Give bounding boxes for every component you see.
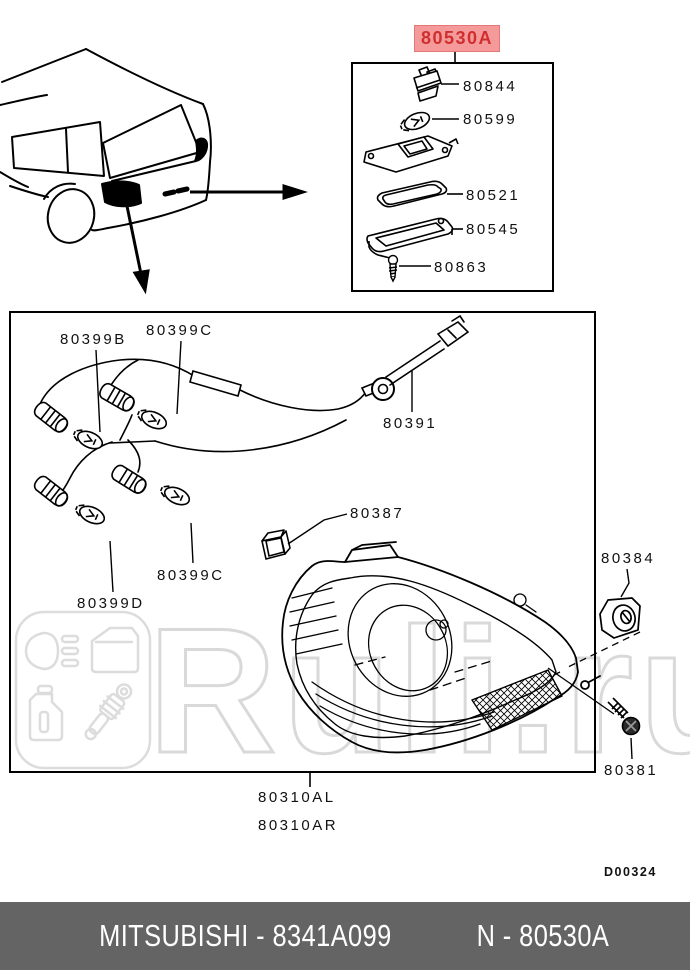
watermark-badge [14,610,152,770]
car-rear-illustration [0,48,212,244]
bulb-socket-80844-drawing [413,66,442,102]
part-label-80384: 80384 [601,550,656,567]
part-label-80521: 80521 [466,187,521,204]
clip-80387-drawing [261,529,291,560]
leader-to-screw [547,667,615,715]
footer-bar: MITSUBISHI - 8341A099 N - 80530A [0,902,690,970]
bulb-sockets-drawing [31,380,193,528]
brand-and-catalog-code: MITSUBISHI - 8341A099 [98,918,392,953]
part-label-80381: 80381 [604,762,659,779]
part-reference: N - 80530A [476,918,609,953]
leader-80387 [287,513,348,545]
lamp-housing-drawing [363,135,459,173]
inset-parts-box [351,62,554,292]
bulb-80599-drawing [397,108,433,136]
part-label-80399d: 80399D [77,595,145,612]
part-label-80310al: 80310AL [258,789,336,806]
part-label-80599: 80599 [463,111,518,128]
leader-80384 [620,568,630,598]
arrow-right-icon [190,183,308,201]
part-label-80391: 80391 [383,415,438,432]
part-label-80399b: 80399B [60,331,127,348]
part-label-80399c-top: 80399C [146,322,214,339]
part-label-80387: 80387 [350,505,405,522]
oil-can-icon [28,684,64,742]
headlight-icon [24,631,80,671]
part-label-80844: 80844 [463,78,518,95]
screw-80863-drawing [387,254,399,283]
taillamp-assembly-drawing [281,541,601,754]
part-label-80399c-bottom: 80399C [157,567,225,584]
dashed-leader-80384 [551,631,641,677]
screw-80381-drawing [607,697,641,736]
arrow-down-icon [125,205,150,295]
drawing-code: D00324 [604,865,657,879]
part-label-80310ar: 80310AR [258,817,339,834]
main-parts-box [9,311,596,773]
shock-absorber-icon [84,683,133,741]
car-door-icon [90,626,140,674]
part-label-80545: 80545 [466,221,521,238]
harness-leader-lines [95,340,413,593]
grommet-80384-drawing [599,597,641,639]
part-label-80863: 80863 [434,259,489,276]
lens-80545-drawing [366,217,454,259]
gasket-80521-drawing [376,180,448,208]
highlighted-part-label[interactable]: 80530A [414,25,500,52]
leader-80381 [630,737,633,760]
